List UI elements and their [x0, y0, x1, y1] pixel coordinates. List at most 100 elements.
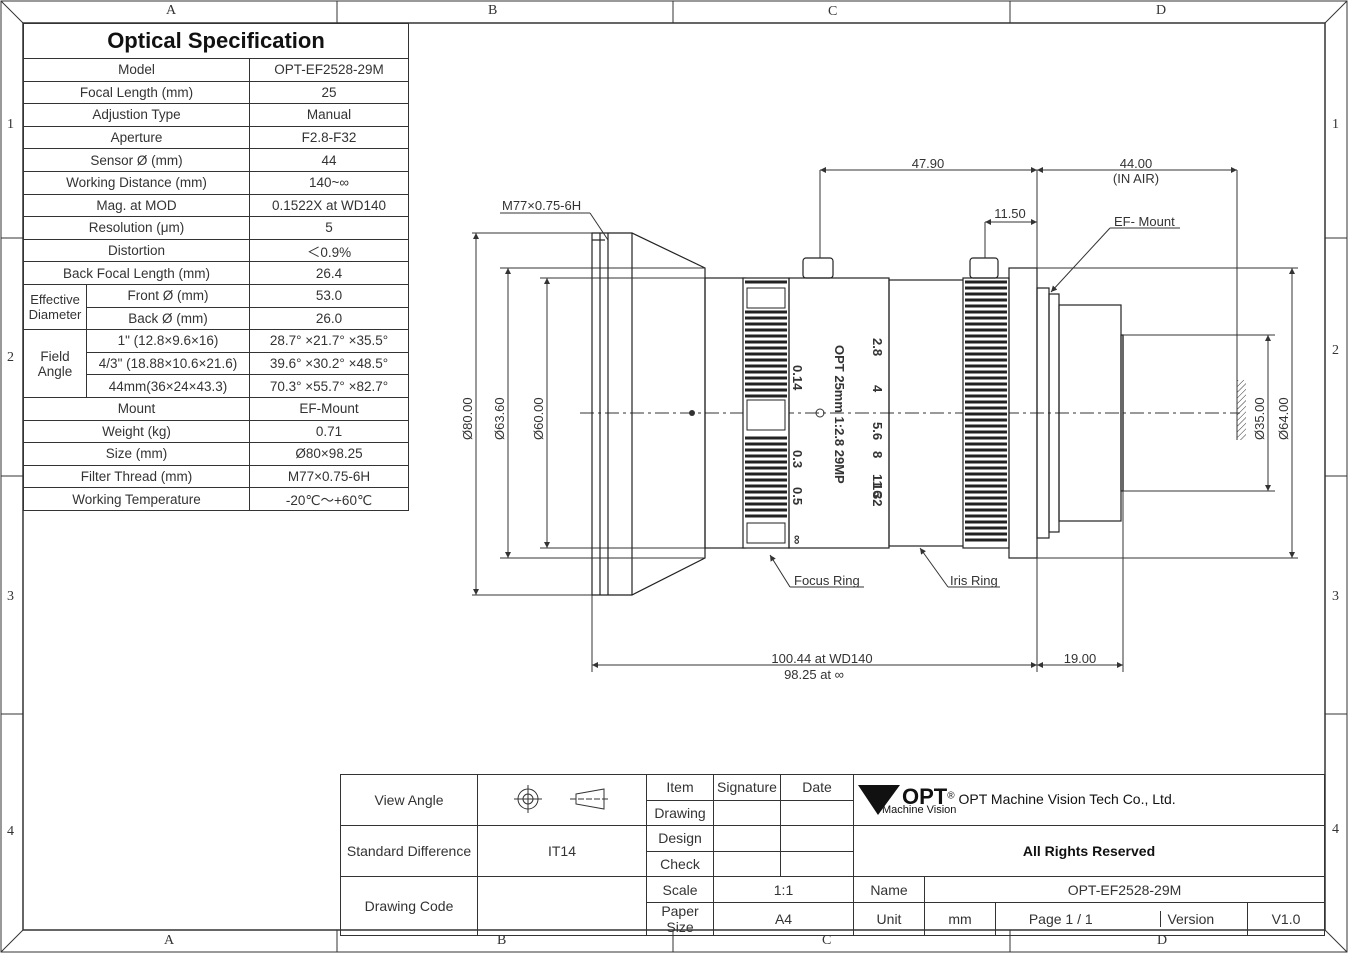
dim-length-inf: 98.25 at ∞ — [784, 667, 844, 682]
table-row: Working Temperature-20℃～+60℃ — [23, 487, 409, 511]
spec-value: 28.7° ×21.7° ×35.5° — [249, 329, 409, 353]
title-block: View Angle Item Signature Date OPT® OPT … — [340, 773, 1325, 936]
table-row: Effective Diameter Front Ø (mm) 53.0 — [23, 283, 409, 331]
table-row: Distortion＜0.9% — [23, 238, 409, 263]
drawing-code-label: Drawing Code — [340, 876, 478, 936]
table-row: Field Angle 1" (12.8×9.6×16) 28.7° ×21.7… — [23, 329, 409, 398]
row-label-left-3: 3 — [7, 589, 14, 604]
spec-value: 70.3° ×55.7° ×82.7° — [249, 374, 409, 398]
focus-mark: 0.14 — [790, 365, 805, 391]
design-signature — [713, 825, 781, 852]
spec-label: Resolution (μm) — [23, 216, 250, 240]
spec-label: Sensor Ø (mm) — [23, 148, 250, 172]
table-row: Sensor Ø (mm)44 — [23, 148, 409, 172]
spec-value: 44 — [249, 148, 409, 172]
spec-label: Back Focal Length (mm) — [23, 261, 250, 285]
paper-size-label: Paper Size — [646, 901, 714, 936]
design-row-label: Design — [646, 825, 714, 852]
date-header: Date — [780, 774, 854, 801]
view-angle-symbol — [477, 773, 647, 827]
col-label-top-b: B — [488, 3, 498, 18]
col-label-bottom-b: B — [497, 933, 507, 948]
standard-difference-label: Standard Difference — [340, 825, 478, 878]
spec-value: OPT-EF2528-29M — [249, 58, 409, 82]
table-row: 4/3" (18.88×10.6×21.6) 39.6° ×30.2° ×48.… — [24, 351, 409, 376]
dim-in-air: (IN AIR) — [1113, 171, 1159, 186]
standard-difference-value: IT14 — [477, 825, 647, 878]
iris-ring-label: Iris Ring — [950, 573, 998, 588]
focus-mark: 0.5 — [790, 487, 805, 505]
spec-label: 44mm(36×24×43.3) — [86, 374, 250, 398]
dim-phi-64: Ø64.00 — [1276, 397, 1291, 440]
row-label-right-3: 3 — [1332, 589, 1339, 604]
table-row: Back Focal Length (mm)26.4 — [23, 261, 409, 285]
dim-11-50: 11.50 — [994, 206, 1026, 221]
field-angle-group: Field Angle — [23, 329, 87, 398]
rights-reserved: All Rights Reserved — [853, 825, 1325, 878]
version-value: V1.0 — [1247, 901, 1325, 936]
aperture-mark: 11 — [870, 474, 885, 488]
version-label: Version — [1160, 910, 1215, 927]
aperture-mark: 5.6 — [870, 422, 885, 440]
dim-19-00: 19.00 — [1064, 651, 1097, 666]
check-date — [780, 850, 854, 878]
spec-label: Focal Length (mm) — [23, 80, 250, 105]
lens-engraving: OPT 25mm 1:2.8 29MP — [832, 345, 847, 484]
spec-label: Model — [23, 58, 250, 82]
spec-label: Working Temperature — [23, 487, 250, 511]
design-date — [780, 825, 854, 852]
spec-label: Size (mm) — [23, 442, 250, 466]
aperture-mark: 16 — [870, 483, 885, 497]
spec-value: -20℃～+60℃ — [249, 487, 409, 511]
mount-label: EF- Mount — [1114, 214, 1175, 229]
unit-label: Unit — [853, 901, 925, 936]
spec-label: Working Distance (mm) — [23, 170, 250, 195]
focus-mark: ∞ — [790, 535, 805, 544]
spec-label: Adjustion Type — [23, 103, 250, 127]
spec-value: Manual — [249, 103, 409, 127]
dim-phi-60: Ø60.00 — [531, 397, 546, 440]
drawing-row-label: Drawing — [646, 799, 714, 827]
dim-47-90: 47.90 — [912, 156, 945, 171]
spec-label: Weight (kg) — [23, 419, 250, 444]
spec-label: 1" (12.8×9.6×16) — [86, 329, 250, 353]
spec-value: 39.6° ×30.2° ×48.5° — [249, 351, 409, 376]
col-label-bottom-c: C — [822, 933, 832, 948]
paper-size-value: A4 — [713, 901, 854, 936]
drawing-date — [780, 799, 854, 827]
company-cell: OPT® OPT Machine Vision Tech Co., Ltd. M… — [853, 773, 1325, 827]
name-label: Name — [853, 876, 925, 903]
aperture-mark: 4 — [870, 385, 885, 393]
name-value: OPT-EF2528-29M — [924, 876, 1325, 903]
projection-symbol-icon — [514, 784, 608, 813]
spec-value: 140~∞ — [249, 170, 409, 195]
spec-label: Mag. at MOD — [23, 193, 250, 218]
spec-value: F2.8-F32 — [249, 125, 409, 150]
table-row: Filter Thread (mm)M77×0.75-6H — [23, 464, 409, 489]
table-row: Resolution (μm)5 — [23, 216, 409, 240]
dim-44-00: 44.00 — [1120, 156, 1153, 171]
check-signature — [713, 850, 781, 878]
lens-body — [591, 232, 1124, 596]
row-label-left-4: 4 — [7, 824, 14, 839]
spec-label: Mount — [23, 396, 250, 421]
aperture-mark: 8 — [870, 451, 885, 458]
row-label-left-1: 1 — [7, 117, 14, 132]
spec-value: 53.0 — [249, 283, 409, 308]
spec-value: 25 — [249, 80, 409, 105]
aperture-mark: 2.8 — [870, 338, 885, 356]
view-angle-label: View Angle — [340, 773, 478, 827]
spec-label: Front Ø (mm) — [86, 283, 250, 308]
spec-label: Back Ø (mm) — [86, 306, 250, 331]
logo-subtitle: Machine Vision — [882, 804, 957, 817]
dim-phi-63-6: Ø63.60 — [492, 397, 507, 440]
scale-value: 1:1 — [713, 876, 854, 903]
col-label-bottom-d: D — [1157, 933, 1168, 948]
spec-value: 26.4 — [249, 261, 409, 285]
spec-value: 0.1522X at WD140 — [249, 193, 409, 218]
